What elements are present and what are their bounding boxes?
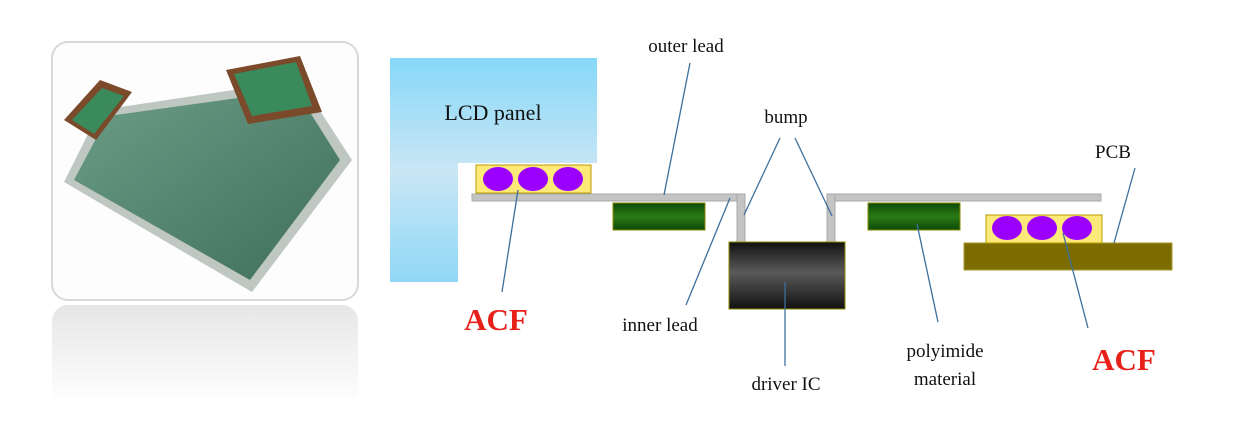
flex-lead — [471, 193, 1102, 243]
polyimide-right — [867, 202, 961, 231]
acf-film-left — [475, 164, 592, 194]
lcd-panel-label: LCD panel — [444, 100, 541, 125]
polyimide-left — [612, 202, 706, 231]
lcd-panel — [390, 58, 597, 282]
driver-ic — [728, 241, 846, 310]
inner-lead-label: inner lead — [622, 315, 698, 336]
polyimide-label-line2: material — [914, 369, 976, 390]
outer-lead-label: outer lead — [648, 36, 724, 57]
pcb-label: PCB — [1095, 142, 1131, 163]
polyimide-label-line1: polyimide — [906, 341, 983, 362]
acf-right-label: ACF — [1092, 342, 1156, 377]
driver-ic-label: driver IC — [751, 374, 820, 395]
pointer-lines — [501, 62, 1136, 366]
acf-film-right — [985, 214, 1103, 244]
pcb — [963, 242, 1173, 271]
bump-label: bump — [764, 107, 807, 128]
acf-left-label: ACF — [464, 302, 528, 337]
lcd-module-photo — [51, 41, 359, 405]
